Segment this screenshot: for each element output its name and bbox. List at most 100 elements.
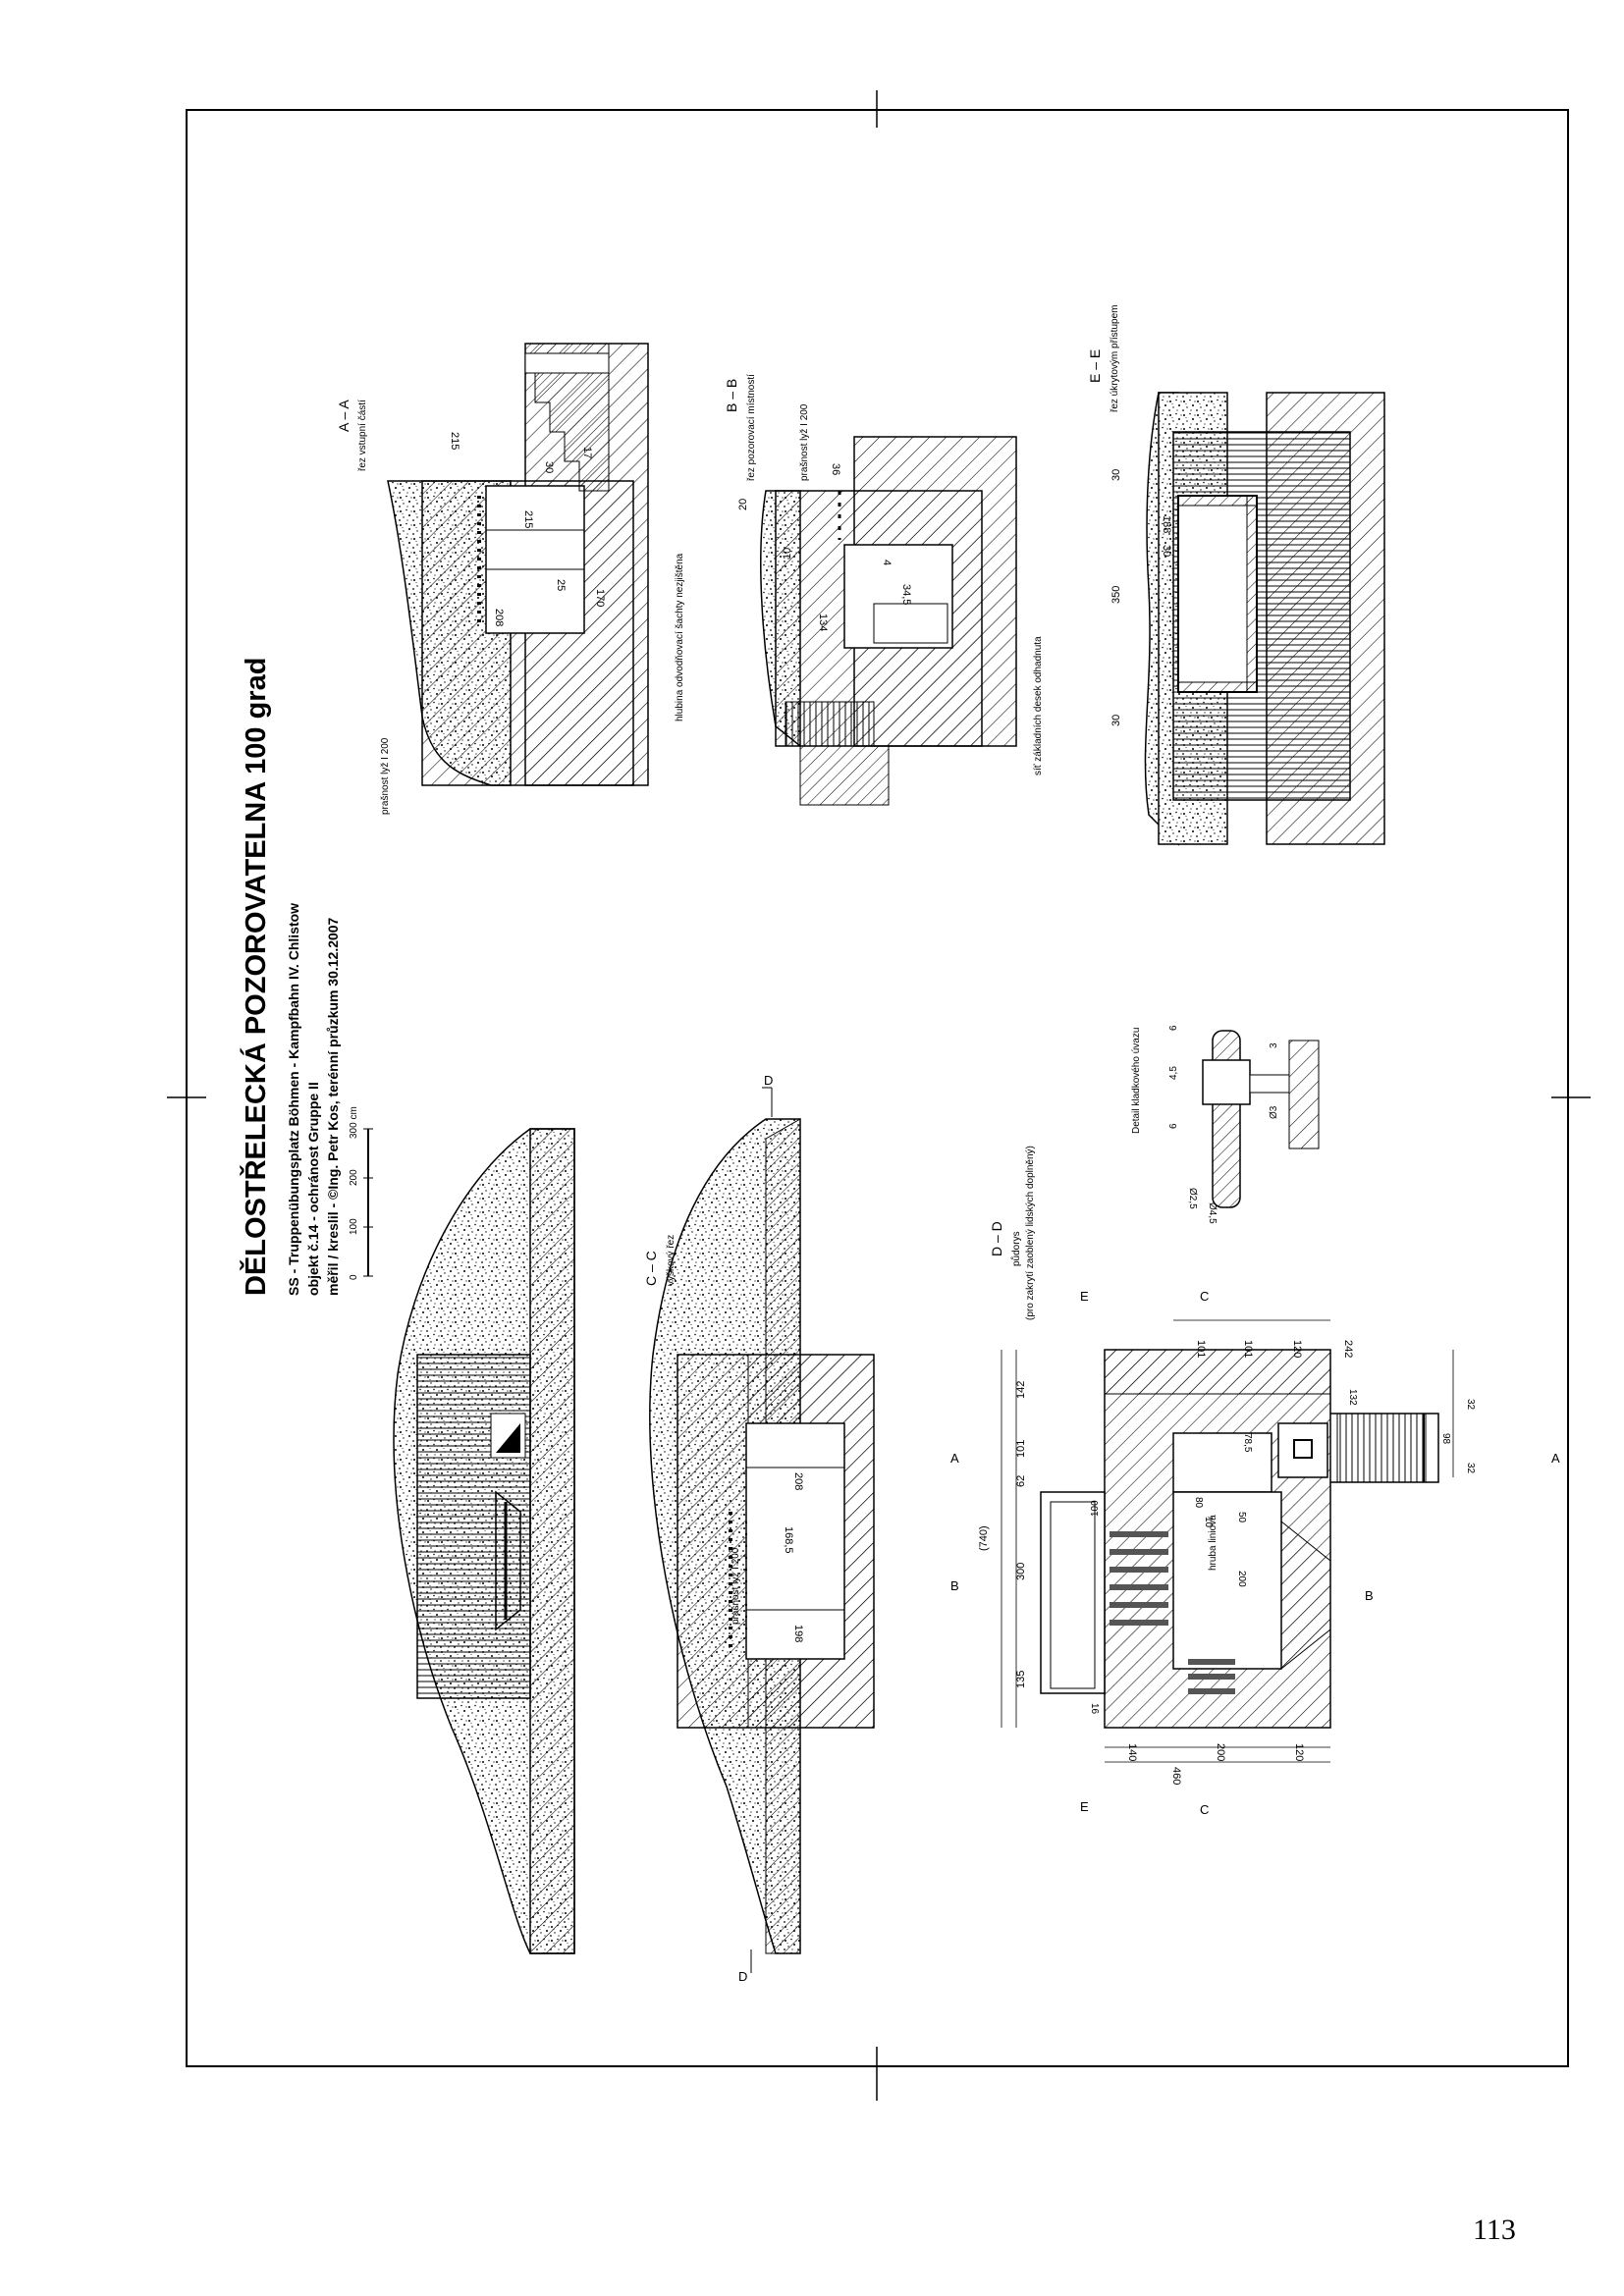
aa-caption: řez vstupní částí bbox=[357, 400, 368, 471]
marker-a-bottom: A bbox=[1551, 1451, 1560, 1466]
dd-dim-inner-16: 16 bbox=[1089, 1703, 1100, 1715]
title-block: DĚLOSTŘELECKÁ POZOROVATELNA 100 grad SS … bbox=[239, 658, 341, 1296]
bb-note-2: síť základních desek odhadnuta bbox=[1033, 636, 1044, 775]
dd-dim-101: 101 bbox=[1015, 1440, 1027, 1458]
dd-dim-inner-50: 50 bbox=[1236, 1512, 1247, 1523]
marker-c-top: C bbox=[1200, 1289, 1209, 1304]
aa-dim-208: 208 bbox=[493, 609, 505, 626]
detail-dim-6a: 6 bbox=[1168, 1025, 1179, 1031]
dd-dim-inner-98: 98 bbox=[1440, 1433, 1451, 1445]
marker-e-top: E bbox=[1080, 1289, 1089, 1304]
marker-d-bottom: D bbox=[738, 1969, 747, 1984]
detail-dim-3: 3 bbox=[1269, 1042, 1279, 1048]
dd-label: D – D bbox=[989, 1221, 1004, 1256]
ee-dim-30c: 30 bbox=[1110, 715, 1122, 726]
dd-dim-inner-32b: 32 bbox=[1465, 1463, 1476, 1474]
aa-label: A – A bbox=[336, 400, 352, 432]
aa-note-2: hlubina odvodňovací šachty nezjištěna bbox=[675, 553, 685, 721]
sheet-frame bbox=[167, 90, 1591, 2101]
bb-caption: řez pozorovací místností bbox=[746, 374, 757, 481]
section-c-c: C – C výškový řez prašnost lyž I 200 208… bbox=[643, 1073, 875, 1984]
dd-dim-62: 62 bbox=[1015, 1475, 1027, 1487]
aa-dim-170: 170 bbox=[594, 589, 606, 607]
ee-label: E – E bbox=[1087, 349, 1103, 383]
bb-dim-345: 34,5 bbox=[900, 584, 912, 605]
marker-a-top: A bbox=[950, 1451, 959, 1466]
dd-dim-inner-132: 132 bbox=[1347, 1389, 1358, 1406]
detail-dim-o3: Ø3 bbox=[1269, 1105, 1279, 1119]
subtitle-line-2: objekt č.14 - ochránost Gruppe II bbox=[305, 1082, 321, 1296]
aa-dim-215a: 215 bbox=[449, 432, 460, 450]
detail-label: Detail kladkového úvazu bbox=[1131, 1028, 1142, 1134]
subtitle-line-3: měřil / kreslil - ©Ing. Petr Kos, terénn… bbox=[325, 917, 341, 1296]
cc-caption: výškový řez bbox=[666, 1235, 677, 1286]
marker-e-bottom: E bbox=[1080, 1799, 1089, 1814]
cc-note: prašnost lyž I 200 bbox=[731, 1547, 741, 1625]
cc-dim-168: 168,5 bbox=[783, 1526, 794, 1554]
cc-dim-198: 198 bbox=[792, 1625, 804, 1642]
aa-dim-17: 17 bbox=[581, 447, 593, 458]
detail-hook: Detail kladkového úvazu 6 4,5 6 3 Ø3 Ø2,… bbox=[1131, 1025, 1320, 1224]
detail-dim-6b: 6 bbox=[1168, 1123, 1179, 1129]
subtitle-line-1: SS - Truppenübungsplatz Böhmen - Kampfba… bbox=[286, 903, 301, 1296]
bb-label: B – B bbox=[724, 379, 739, 412]
bb-note-1: prašnost lyž I 200 bbox=[799, 403, 810, 481]
scale-bar: 0 100 200 300 cm bbox=[349, 1106, 373, 1280]
section-e-e: E – E řez úkrytovým přístupem 30 188 30 … bbox=[1087, 305, 1385, 846]
ee-dim-188: 188 bbox=[1161, 515, 1172, 533]
bb-dim-4: 4 bbox=[881, 560, 893, 565]
dd-dim-135: 135 bbox=[1015, 1671, 1027, 1688]
section-a-a: A – A řez vstupní částí prašnost lyž I 2… bbox=[336, 343, 685, 815]
ee-caption: řez úkrytovým přístupem bbox=[1110, 305, 1120, 412]
ee-dim-350: 350 bbox=[1110, 586, 1122, 604]
dd-dim-bottom-120: 120 bbox=[1293, 1743, 1305, 1761]
dd-dim-bottom-total: 460 bbox=[1170, 1767, 1182, 1785]
section-d-d-plan: D – D půdorys (pro zakrytí zaoblený lids… bbox=[950, 1146, 1560, 1817]
dd-dimension-lines bbox=[1001, 1319, 1454, 1763]
detail-dim-45: 4,5 bbox=[1168, 1066, 1179, 1080]
dd-dim-bottom-200: 200 bbox=[1215, 1743, 1226, 1761]
section-marker-d-top: D bbox=[762, 1073, 773, 1117]
dd-dim-bottom-140: 140 bbox=[1126, 1743, 1138, 1761]
marker-b-bottom: B bbox=[1365, 1588, 1374, 1603]
aa-dim-25: 25 bbox=[555, 579, 567, 591]
dd-dim-inner-100: 100 bbox=[1090, 1500, 1101, 1517]
marker-c-bottom: C bbox=[1200, 1802, 1209, 1817]
scale-tick-200: 200 bbox=[349, 1169, 359, 1186]
aa-dim-215b: 215 bbox=[522, 510, 534, 528]
dd-dim-right-101a: 101 bbox=[1195, 1340, 1207, 1358]
ee-dim-30a: 30 bbox=[1110, 469, 1122, 481]
dd-caption-1: půdorys bbox=[1010, 1231, 1022, 1266]
ceiling-beams bbox=[729, 1512, 747, 1649]
scale-tick-300: 300 cm bbox=[349, 1106, 359, 1139]
cc-label: C – C bbox=[643, 1251, 659, 1286]
aa-note-1: prašnost lyž I 200 bbox=[380, 737, 391, 815]
elevation-mound-view bbox=[393, 1128, 575, 1954]
page-number: 113 bbox=[1473, 2214, 1516, 2246]
marker-d-top: D bbox=[764, 1073, 773, 1088]
dd-caption-2: (pro zakrytí zaoblený lidských doplněný) bbox=[1025, 1146, 1036, 1320]
detail-dim-o45: Ø4,5 bbox=[1207, 1202, 1218, 1224]
dd-dim-right-242: 242 bbox=[1342, 1340, 1354, 1358]
cc-dim-208: 208 bbox=[792, 1472, 804, 1490]
dd-dim-inner-10: 10 bbox=[1203, 1517, 1214, 1528]
marker-b-top: B bbox=[950, 1578, 959, 1593]
scale-tick-100: 100 bbox=[349, 1218, 359, 1235]
bb-dim-36: 36 bbox=[830, 463, 841, 475]
bb-dim-10: 10 bbox=[782, 548, 793, 560]
dd-note: hruba liniová bbox=[1208, 1515, 1218, 1571]
ee-dim-30b: 30 bbox=[1161, 545, 1172, 557]
scale-tick-0: 0 bbox=[349, 1274, 359, 1280]
dd-dim-right-120: 120 bbox=[1291, 1340, 1303, 1358]
dd-dim-142: 142 bbox=[1015, 1381, 1027, 1399]
dd-dim-right-101b: 101 bbox=[1242, 1340, 1254, 1358]
dd-dim-inner-32a: 32 bbox=[1465, 1399, 1476, 1411]
dd-dim-inner-80: 80 bbox=[1193, 1497, 1204, 1509]
floor-planks bbox=[1110, 1531, 1235, 1694]
dd-dim-inner-200: 200 bbox=[1236, 1571, 1247, 1587]
section-b-b: B – B řez pozorovací místností prašnost … bbox=[724, 374, 1044, 806]
sheet-title: DĚLOSTŘELECKÁ POZOROVATELNA 100 grad bbox=[239, 658, 272, 1296]
aa-dim-30: 30 bbox=[543, 461, 555, 473]
bb-dim-20: 20 bbox=[737, 499, 749, 510]
